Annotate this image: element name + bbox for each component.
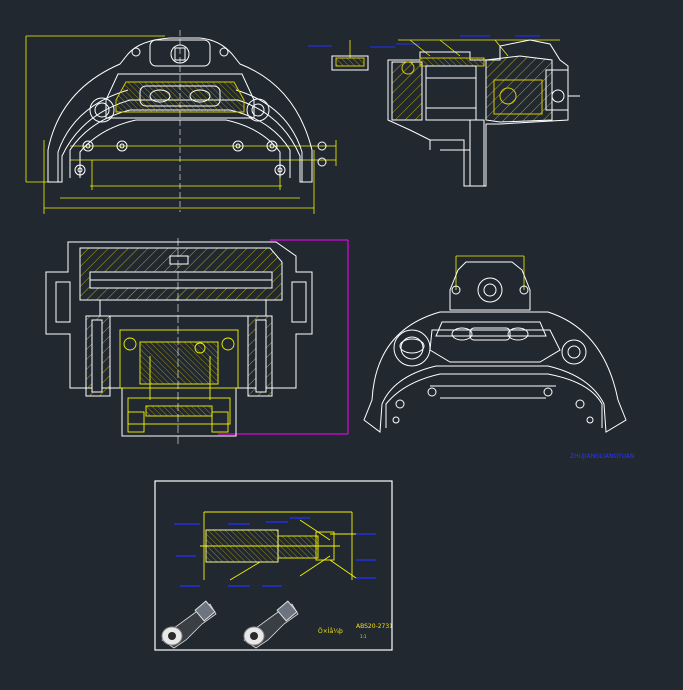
piston-illustration-2 bbox=[243, 600, 299, 649]
detail-leader-lines bbox=[174, 517, 376, 587]
top-section-dimension bbox=[218, 239, 349, 435]
piston-illustration-1 bbox=[161, 600, 217, 649]
caliper-front-view bbox=[25, 30, 337, 214]
sheet-note: ZHUJIANGLIANGYUAN bbox=[570, 453, 635, 460]
caliper-top-section-view bbox=[45, 238, 349, 444]
title-block-text: ABS20-2731 bbox=[356, 623, 393, 630]
detail-sheet: Ö×Ìå¼þ ABS20-2731 1:1 bbox=[154, 480, 393, 651]
detail-sheet-border bbox=[154, 480, 393, 651]
title-block-subtext: 1:1 bbox=[360, 634, 367, 639]
side-leader-lines bbox=[308, 35, 540, 48]
detail-caption: Ö×Ìå¼þ bbox=[318, 628, 343, 635]
caliper-side-section-view bbox=[308, 35, 580, 187]
caliper-isometric-view: ZHUJIANGLIANGYUAN bbox=[363, 255, 635, 460]
